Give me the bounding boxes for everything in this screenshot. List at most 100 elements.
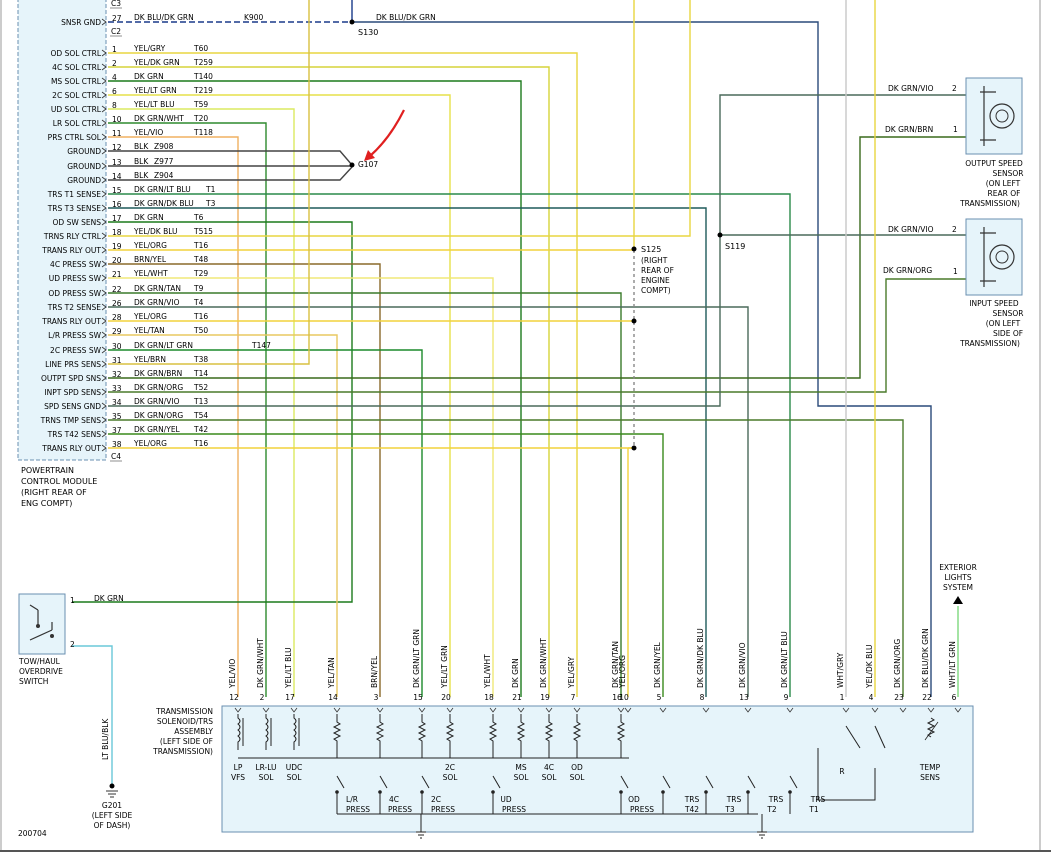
pcm-wire-color-label: YEL/DK BLU <box>133 227 178 236</box>
pcm-pin-name: 2C SOL CTRL <box>52 91 102 100</box>
switch-pin-2: 2 <box>70 640 75 649</box>
pcm-wire-color-label: YEL/ORG <box>133 241 167 250</box>
pcm-pin-name: GROUND <box>67 162 101 171</box>
temp-sens-label-1: TEMP <box>919 763 941 772</box>
splice-s125-line-4: ENGINE <box>641 276 670 285</box>
wire-ud-press-sw <box>108 277 494 697</box>
exterior-lights-arrow-icon <box>953 596 963 604</box>
switch-label-3: SWITCH <box>19 677 48 686</box>
pcm-circuit-label: T16 <box>193 439 208 448</box>
switch-blade-icon <box>747 775 756 789</box>
resistor-icon <box>417 714 427 758</box>
r-switch-loop <box>817 748 876 801</box>
assembly-pin-number: 10 <box>619 693 629 702</box>
pcm-pin-number: 18 <box>112 228 122 237</box>
pcm-label-line-4: ENG COMPT) <box>21 499 72 508</box>
pcm-wire-color-label: DK GRN/DK BLU <box>134 199 194 208</box>
pcm-pin-name: 2C PRESS SW <box>50 346 102 355</box>
assembly-pin-number: 18 <box>484 693 494 702</box>
pcm-wire-color-label: BLK <box>134 171 149 180</box>
pcm-wire-color-label: DK GRN/VIO <box>134 298 180 307</box>
trs-t3-label-2: T3 <box>724 805 735 814</box>
pcm-pin-number: 20 <box>112 256 122 265</box>
assembly-wire-label: YEL/ORG <box>618 655 627 689</box>
lp-vfs-label-2: VFS <box>231 773 245 782</box>
assembly-wire-label: DK GRN/YEL <box>653 641 662 688</box>
assembly-pin-number: 17 <box>285 693 295 702</box>
2c-press-label-1: 2C <box>431 795 441 804</box>
pcm-circuit-label: T59 <box>193 100 208 109</box>
assembly-pin-chevron-icon <box>617 707 625 713</box>
pcm-pin-number: 34 <box>112 398 122 407</box>
assembly-pin-chevron-icon <box>842 707 850 713</box>
pcm-pin-name: TRANS RLY OUT <box>41 246 101 255</box>
pcm-pin-name: INPT SPD SENS <box>44 388 101 397</box>
assembly-wire-label: WHT/LT GRN <box>948 641 957 688</box>
pcm-circuit-label: T259 <box>193 58 213 67</box>
assembly-wire-label: DK GRN/TAN <box>611 641 620 688</box>
pin-chevron-icon <box>101 232 107 240</box>
assembly-pin-number: 23 <box>894 693 904 702</box>
assembly-pin-number: 6 <box>952 693 957 702</box>
trs-t3-label-1: TRS <box>726 795 742 804</box>
pcm-circuit-label: Z904 <box>154 171 174 180</box>
pin-chevron-icon <box>101 444 107 452</box>
s125-join-dot-3 <box>631 445 637 451</box>
od-press-label-2: PRESS <box>630 805 654 814</box>
switch-blade-icon <box>421 775 430 789</box>
pcm-wire-color-label: YEL/TAN <box>133 326 165 335</box>
pcm-wire-color-label: YEL/LT BLU <box>133 100 175 109</box>
assembly-pin-number: 13 <box>739 693 749 702</box>
pcm-wire-color-label: YEL/VIO <box>133 128 163 137</box>
assembly-pin-chevron-icon <box>489 707 497 713</box>
pcm-pin-name: PRS CTRL SOL <box>48 133 102 142</box>
splice-s125-line-2: (RIGHT <box>641 256 668 265</box>
resistor-icon <box>516 714 526 758</box>
wire-4c-sol-ctrl <box>108 66 550 697</box>
pcm-wire-color-label: YEL/GRY <box>133 44 166 53</box>
pcm-wire-color-label: YEL/LT GRN <box>133 86 177 95</box>
pcm-pin-name: OD SW SENS <box>53 218 102 227</box>
wire-trs-t1 <box>108 193 791 697</box>
assembly-pin-number: 4 <box>869 693 874 702</box>
assembly-wire-label: YEL/DK BLU <box>865 644 874 689</box>
lr-press-label-2: PRESS <box>346 805 370 814</box>
assembly-pin-chevron-icon <box>545 707 553 713</box>
iss-wire-bottom-label: DK GRN/ORG <box>883 266 932 275</box>
g201-ground-icon <box>106 790 118 798</box>
assembly-pin-number: 9 <box>784 693 789 702</box>
2c-sol-label-1: 2C <box>445 763 455 772</box>
pcm-circuit-label: T3 <box>205 199 216 208</box>
pin-chevron-icon <box>101 162 107 170</box>
solenoid-coil-icon <box>293 714 297 750</box>
pcm-circuit-label: T6 <box>193 213 204 222</box>
assembly-label-4: (LEFT SIDE OF <box>160 737 213 746</box>
pcm-pin-name: TRS T1 SENSE <box>47 190 102 199</box>
pcm-pin-number: 19 <box>112 242 122 251</box>
g201-label-1: G201 <box>102 801 122 810</box>
pcm-pin-number: 27 <box>112 14 122 23</box>
lr-press-label-1: L/R <box>346 795 358 804</box>
assembly-pin-number: 2 <box>260 693 265 702</box>
assembly-wire-label: DK GRN/LT BLU <box>780 631 789 688</box>
pin-chevron-icon <box>101 374 107 382</box>
g107-junction-dot <box>349 162 355 168</box>
switch-wire-2-label: LT BLU/BLK <box>101 718 110 760</box>
pin-chevron-icon <box>101 91 107 99</box>
assembly-label-5: TRANSMISSION) <box>152 747 213 756</box>
figure-id: 200704 <box>18 829 47 838</box>
assembly-label-2: SOLENOID/TRS <box>157 717 213 726</box>
pcm-wire-color-label: DK GRN/LT BLU <box>134 185 191 194</box>
assembly-pin-chevron-icon <box>927 707 935 713</box>
pcm-circuit-label: T4 <box>193 298 204 307</box>
pcm-pin-name: UD PRESS SW <box>49 274 102 283</box>
trs-t42-label-2: T42 <box>684 805 699 814</box>
od-press-label-1: OD <box>628 795 640 804</box>
pcm-label-line-3: (RIGHT REAR OF <box>21 488 87 497</box>
pcm-circuit-label: T54 <box>193 411 208 420</box>
wire-trns-tmp-sens <box>108 419 904 697</box>
switch-label-1: TOW/HAUL <box>18 657 61 666</box>
pcm-pin-number: 22 <box>112 285 122 294</box>
solenoid-coil-icon <box>265 714 269 750</box>
